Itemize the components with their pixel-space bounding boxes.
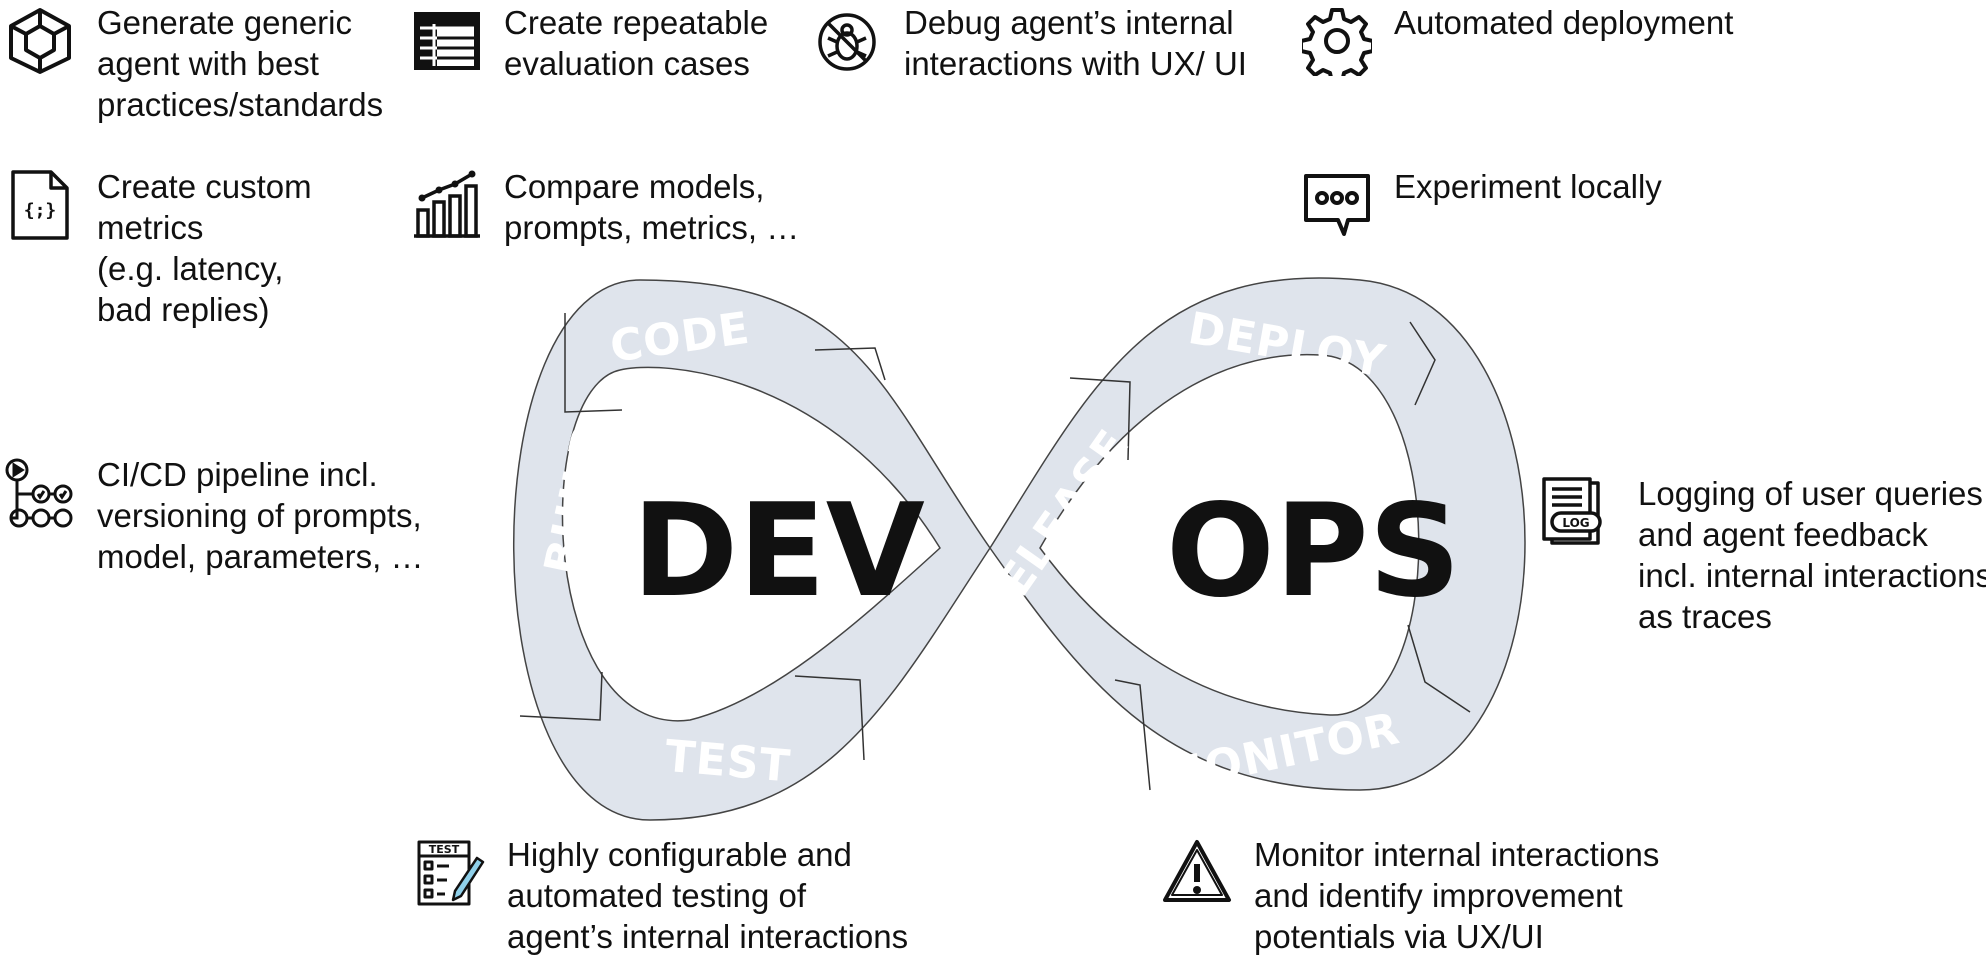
warning-icon (1162, 838, 1232, 908)
bar-chart-icon (412, 170, 482, 240)
pipeline-icon (5, 458, 75, 528)
stage-test: TEST (663, 731, 793, 793)
test-checklist-icon: TEST (415, 838, 485, 908)
ops-label: OPS (1166, 477, 1461, 626)
cube-icon (5, 6, 75, 76)
code-file-icon: {;} (5, 170, 75, 240)
feature-generic-agent-text: Generate generic agent with best practic… (97, 4, 384, 123)
dev-label: DEV (632, 477, 925, 626)
log-file-icon: LOG (1538, 475, 1608, 545)
feature-cicd-text: CI/CD pipeline incl. versioning of promp… (97, 456, 424, 575)
segment-separators (519, 313, 1471, 791)
feature-compare-text: Compare models, prompts, metrics, … (504, 168, 800, 246)
svg-text:{;}: {;} (24, 200, 57, 221)
feature-eval-cases-text: Create repeatable evaluation cases (504, 4, 769, 82)
table-icon (412, 6, 482, 76)
feature-experiment-text: Experiment locally (1394, 168, 1662, 205)
svg-text:LOG: LOG (1562, 516, 1589, 530)
feature-monitor-text: Monitor internal interactions and identi… (1254, 836, 1660, 955)
feature-testing-text: Highly configurable and automated testin… (507, 836, 909, 955)
feature-logging-text: Logging of user queries and agent feedba… (1638, 475, 1986, 635)
feature-custom-metrics-text: Create custom metrics (e.g. latency, bad… (97, 168, 312, 328)
svg-text:TEST: TEST (429, 843, 460, 856)
feature-debug-text: Debug agent’s internal interactions with… (904, 4, 1247, 82)
bug-icon (812, 6, 882, 76)
infinity-band (513, 277, 1526, 821)
feature-deployment-text: Automated deployment (1394, 4, 1734, 41)
chat-bubble-icon (1302, 170, 1372, 240)
gear-icon (1302, 6, 1372, 76)
